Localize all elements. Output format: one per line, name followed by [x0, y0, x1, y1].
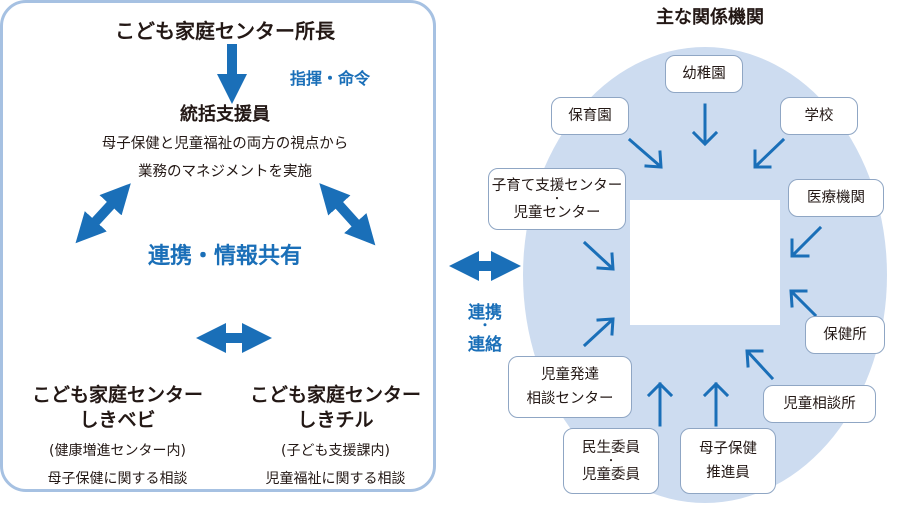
org-nursery: 保育園 — [551, 97, 629, 135]
unit-b-sub: (子ども支援課内) — [281, 443, 390, 459]
share-arrow-right — [319, 183, 376, 246]
command-label: 指揮・命令 — [290, 69, 371, 88]
org-kindergarten: 幼稚園 — [665, 55, 743, 93]
unit-b-title-2: しきチル — [297, 409, 374, 431]
unit-a-desc: 母子保健に関する相談 — [47, 471, 188, 487]
org-childcare-dot: ・ — [552, 193, 562, 205]
director-title: こども家庭センター所長 — [115, 19, 335, 43]
unit-a-sub: (健康増進センター内) — [49, 443, 186, 459]
share-label: 連携・情報共有 — [147, 244, 302, 269]
org-child-guidance: 児童相談所 — [763, 385, 876, 423]
org-nursery-label: 保育園 — [568, 108, 612, 124]
unit-a-title-1: こども家庭センター — [31, 384, 203, 406]
org-welfare-dot: ・ — [606, 455, 616, 467]
coordinator-desc-2: 業務のマネジメントを実施 — [138, 164, 312, 180]
org-childcare-label-1: 子育て支援センター — [491, 177, 623, 194]
org-medical: 医療機関 — [788, 179, 884, 217]
arrow-medical — [790, 225, 823, 258]
unit-b-desc: 児童福祉に関する相談 — [265, 471, 406, 487]
arrow-mch — [702, 381, 730, 427]
org-mch-label-1: 母子保健 — [699, 441, 757, 457]
org-welfare-label-1: 民生委員 — [582, 439, 640, 456]
arrow-dev — [582, 317, 615, 348]
coordinator-title: 統括支援員 — [180, 104, 270, 125]
org-dev-label-1: 児童発達 — [541, 367, 599, 383]
org-welfare-label-2: 児童委員 — [582, 466, 640, 483]
share-arrow-left — [75, 183, 131, 244]
org-health-center-label: 保健所 — [823, 327, 867, 343]
arrow-kindergarten — [691, 103, 719, 147]
org-child-guidance-label: 児童相談所 — [783, 396, 856, 412]
unit-b-title-1: こども家庭センター — [249, 384, 421, 406]
org-mch-label-2: 推進員 — [706, 465, 750, 481]
org-kindergarten-label: 幼稚園 — [682, 66, 726, 82]
related-orgs-title: 主な関係機関 — [656, 7, 764, 28]
arrow-health — [789, 289, 818, 318]
arrow-guidance — [745, 349, 775, 381]
org-welfare-commissioner: 民生委員 ・ 児童委員 — [563, 428, 659, 494]
center-placeholder-box — [630, 200, 780, 325]
org-childcare-label-2: 児童センター — [513, 204, 601, 221]
arrow-nursery — [627, 137, 663, 169]
link-label-dot: ・ — [478, 318, 491, 332]
org-school-label: 学校 — [804, 108, 834, 124]
link-label-1: 連携 — [468, 303, 502, 323]
coordinator-desc-1: 母子保健と児童福祉の両方の視点から — [101, 136, 349, 152]
unit-a-title-2: しきベビ — [79, 409, 156, 431]
arrow-welfare — [646, 381, 674, 427]
org-school: 学校 — [780, 97, 858, 135]
org-childcare-center: 子育て支援センター ・ 児童センター — [488, 168, 626, 230]
org-health-center: 保健所 — [805, 316, 885, 354]
org-child-development: 児童発達 相談センター — [508, 356, 632, 418]
link-label-2: 連絡 — [468, 335, 502, 355]
org-dev-label-2: 相談センター — [526, 391, 614, 407]
arrow-childcare — [582, 240, 615, 271]
org-medical-label: 医療機関 — [807, 190, 865, 206]
arrow-school — [753, 137, 786, 169]
org-mch-promoter: 母子保健 推進員 — [680, 428, 776, 494]
